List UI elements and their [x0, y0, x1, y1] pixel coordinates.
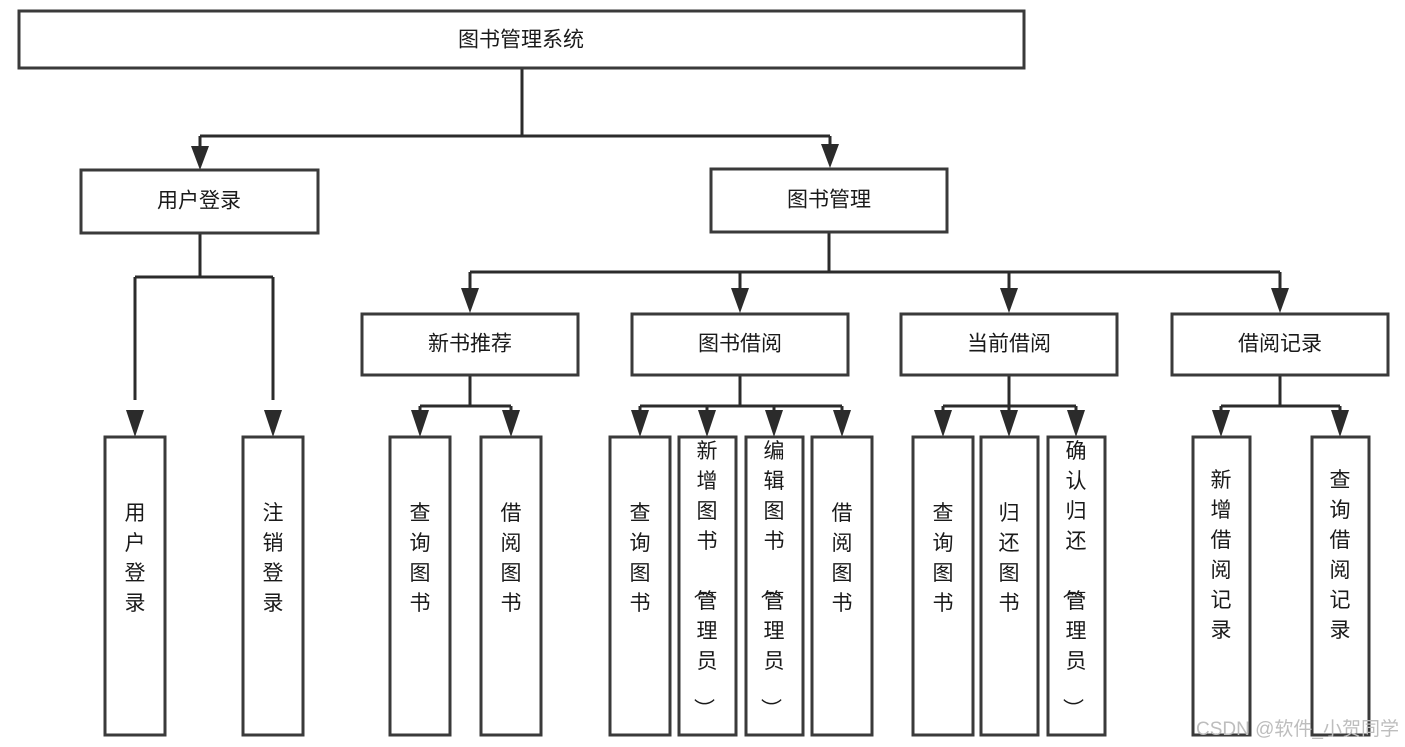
arrow-head-leaf-user-login: [126, 410, 144, 437]
node-leaf-return-book-box[interactable]: [979, 435, 1040, 737]
arrow-head-book-management: [821, 144, 839, 168]
node-leaf-query-book-3[interactable]: 查询图书: [911, 435, 975, 737]
arrow-head-borrow-record: [1271, 288, 1289, 313]
arrow-head-leaf-borrow-book-1: [502, 410, 520, 437]
node-new-book-recommend[interactable]: 新书推荐: [360, 312, 580, 377]
arrow-head-leaf-query-record: [1331, 410, 1349, 437]
node-leaf-borrow-book-2-box[interactable]: [810, 435, 874, 737]
node-leaf-confirm-return-box[interactable]: [1046, 435, 1107, 737]
edges-layer: [126, 68, 1349, 437]
arrow-head-leaf-add-book: [698, 410, 716, 437]
node-current-borrow-label: 当前借阅: [967, 333, 1051, 356]
node-leaf-edit-book[interactable]: 编辑图书（管理员）: [744, 435, 805, 737]
arrow-head-current-borrow: [1000, 288, 1018, 313]
node-leaf-query-record[interactable]: 查询借阅记录: [1310, 435, 1371, 737]
node-user-login[interactable]: 用户登录: [79, 168, 320, 235]
node-leaf-edit-book-label: 编辑图书（管理员）: [759, 440, 785, 719]
node-leaf-add-book-label: 新增图书（管理员）: [692, 440, 718, 719]
node-book-management[interactable]: 图书管理: [709, 167, 949, 234]
node-root[interactable]: 图书管理系统: [17, 9, 1026, 70]
node-leaf-query-book-3-box[interactable]: [911, 435, 975, 737]
node-leaf-confirm-return-label: 确认归还（管理员）: [1061, 440, 1087, 719]
node-root-box[interactable]: [17, 9, 1026, 70]
node-leaf-borrow-book-1-box[interactable]: [479, 435, 543, 737]
node-borrow-record-box[interactable]: [1170, 312, 1390, 377]
node-leaf-query-book-1-box[interactable]: [388, 435, 452, 737]
node-borrow-record-label: 借阅记录: [1238, 333, 1322, 356]
arrow-head-leaf-return-book: [1000, 410, 1018, 437]
arrow-head-new-book-recommend: [461, 288, 479, 313]
node-leaf-query-book-2-label: 查询图书: [630, 502, 651, 615]
node-leaf-add-record[interactable]: 新增借阅记录: [1191, 435, 1252, 737]
node-book-management-box[interactable]: [709, 167, 949, 234]
node-leaf-add-book-box[interactable]: [677, 435, 738, 737]
node-new-book-recommend-box[interactable]: [360, 312, 580, 377]
node-leaf-user-login-label: 用户登录: [125, 502, 146, 615]
node-leaf-query-book-1[interactable]: 查询图书: [388, 435, 452, 737]
node-leaf-logout[interactable]: 注销登录: [241, 435, 305, 737]
arrow-head-leaf-query-book-2: [631, 410, 649, 437]
node-leaf-add-record-label: 新增借阅记录: [1211, 469, 1232, 642]
node-leaf-query-book-2[interactable]: 查询图书: [608, 435, 672, 737]
csdn-watermark: CSDN @软件_小贺同学: [1196, 718, 1399, 740]
node-new-book-recommend-label: 新书推荐: [428, 333, 512, 356]
node-leaf-query-record-label: 查询借阅记录: [1330, 469, 1351, 642]
node-book-borrow-label: 图书借阅: [698, 333, 782, 356]
node-leaf-borrow-book-1[interactable]: 借阅图书: [479, 435, 543, 737]
node-book-borrow-box[interactable]: [630, 312, 850, 377]
arrow-head-user-login: [191, 146, 209, 170]
leaf-nodes-layer: 用户登录 注销登录 查询图书 借阅图书 查询图书 新增图书（管理员） 编辑图书（…: [103, 435, 1371, 737]
node-user-login-label: 用户登录: [157, 190, 241, 213]
node-leaf-logout-label: 注销登录: [263, 502, 284, 615]
node-leaf-user-login[interactable]: 用户登录: [103, 435, 167, 737]
node-current-borrow[interactable]: 当前借阅: [899, 312, 1119, 377]
node-borrow-record[interactable]: 借阅记录: [1170, 312, 1390, 377]
arrow-head-leaf-query-book-3: [934, 410, 952, 437]
arrow-head-book-borrow: [731, 288, 749, 313]
node-leaf-confirm-return[interactable]: 确认归还（管理员）: [1046, 435, 1107, 737]
node-leaf-query-record-box[interactable]: [1310, 435, 1371, 737]
node-leaf-add-book[interactable]: 新增图书（管理员）: [677, 435, 738, 737]
node-leaf-return-book[interactable]: 归还图书: [979, 435, 1040, 737]
arrow-head-leaf-add-record: [1212, 410, 1230, 437]
node-root-label: 图书管理系统: [458, 29, 584, 52]
node-leaf-query-book-1-label: 查询图书: [410, 502, 431, 615]
node-leaf-borrow-book-2[interactable]: 借阅图书: [810, 435, 874, 737]
arrow-head-leaf-logout: [264, 410, 282, 437]
arrow-head-leaf-query-book-1: [411, 410, 429, 437]
node-leaf-borrow-book-1-label: 借阅图书: [501, 502, 522, 615]
node-book-borrow[interactable]: 图书借阅: [630, 312, 850, 377]
node-book-management-label: 图书管理: [787, 189, 871, 212]
node-leaf-return-book-label: 归还图书: [999, 502, 1020, 615]
node-leaf-add-record-box[interactable]: [1191, 435, 1252, 737]
arrow-head-leaf-borrow-book-2: [833, 410, 851, 437]
node-leaf-logout-box[interactable]: [241, 435, 305, 737]
node-leaf-borrow-book-2-label: 借阅图书: [832, 502, 853, 615]
node-leaf-query-book-2-box[interactable]: [608, 435, 672, 737]
arrow-head-leaf-edit-book: [765, 410, 783, 437]
node-leaf-edit-book-box[interactable]: [744, 435, 805, 737]
node-current-borrow-box[interactable]: [899, 312, 1119, 377]
node-user-login-box[interactable]: [79, 168, 320, 235]
node-leaf-query-book-3-label: 查询图书: [933, 502, 954, 615]
arrow-head-leaf-confirm-return: [1067, 410, 1085, 437]
node-leaf-user-login-box[interactable]: [103, 435, 167, 737]
